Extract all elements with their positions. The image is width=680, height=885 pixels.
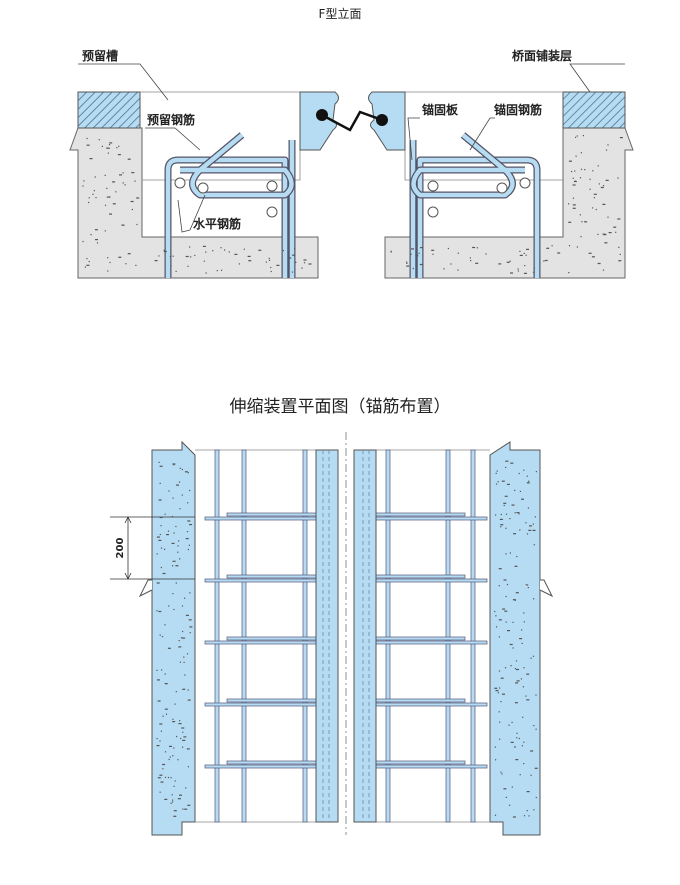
horizontal-rebar bbox=[375, 764, 488, 769]
right-abutment bbox=[384, 91, 634, 279]
horizontal-rebar bbox=[375, 702, 488, 707]
spacing-label: 200 bbox=[115, 538, 126, 559]
label-deck-pavement: 桥面铺装层 bbox=[512, 48, 572, 63]
deck-pavement-left bbox=[77, 91, 141, 129]
left-abutment bbox=[69, 91, 319, 279]
elevation-title: F型立面 bbox=[319, 6, 362, 21]
plan-left-concrete bbox=[138, 440, 196, 836]
horizontal-rebar bbox=[204, 578, 317, 583]
anchor-rebar bbox=[375, 574, 466, 579]
leader-lines bbox=[78, 63, 625, 233]
vertical-rebar bbox=[302, 449, 308, 823]
rubber-seal bbox=[321, 110, 383, 132]
spacing-dimension bbox=[110, 516, 195, 580]
label-anchor-plate: 锚固板 bbox=[422, 102, 459, 117]
anchor-rebar bbox=[375, 760, 466, 765]
anchor-rebar bbox=[375, 636, 466, 641]
label-anchor-rebar: 锚固钢筋 bbox=[494, 102, 542, 117]
horizontal-rebar bbox=[375, 516, 488, 521]
rebars-right bbox=[409, 132, 541, 278]
label-reserved-rebar: 预留钢筋 bbox=[147, 112, 195, 127]
plan-title: 伸缩装置平面图（锚筋布置） bbox=[230, 397, 451, 417]
vertical-rebar bbox=[470, 449, 476, 823]
label-horizontal-rebar: 水平钢筋 bbox=[193, 216, 241, 231]
vertical-rebar bbox=[385, 449, 391, 823]
deck-pavement-right bbox=[562, 91, 626, 129]
horizontal-rebar bbox=[204, 702, 317, 707]
anchor-rebar bbox=[226, 698, 317, 703]
plan-profile-right bbox=[353, 449, 377, 823]
horizontal-rebar bbox=[204, 516, 317, 521]
concrete-speckles bbox=[82, 135, 623, 818]
plan-profile-left bbox=[315, 449, 339, 823]
horizontal-rebar bbox=[204, 640, 317, 645]
horizontal-rebar bbox=[204, 764, 317, 769]
vertical-rebar bbox=[241, 449, 247, 823]
anchor-rebar bbox=[226, 636, 317, 641]
anchor-rebar bbox=[375, 698, 466, 703]
anchor-rebar bbox=[375, 512, 466, 517]
horizontal-rebar bbox=[375, 578, 488, 583]
anchor-rebar bbox=[226, 512, 317, 517]
horizontal-rebar bbox=[375, 640, 488, 645]
plan-rebars bbox=[204, 449, 488, 823]
label-reserved-groove: 预留槽 bbox=[82, 48, 118, 63]
vertical-rebar bbox=[214, 449, 220, 823]
rebars-left bbox=[164, 132, 296, 278]
vertical-rebar bbox=[445, 449, 451, 823]
anchor-rebar bbox=[226, 574, 317, 579]
anchor-rebar bbox=[226, 760, 317, 765]
